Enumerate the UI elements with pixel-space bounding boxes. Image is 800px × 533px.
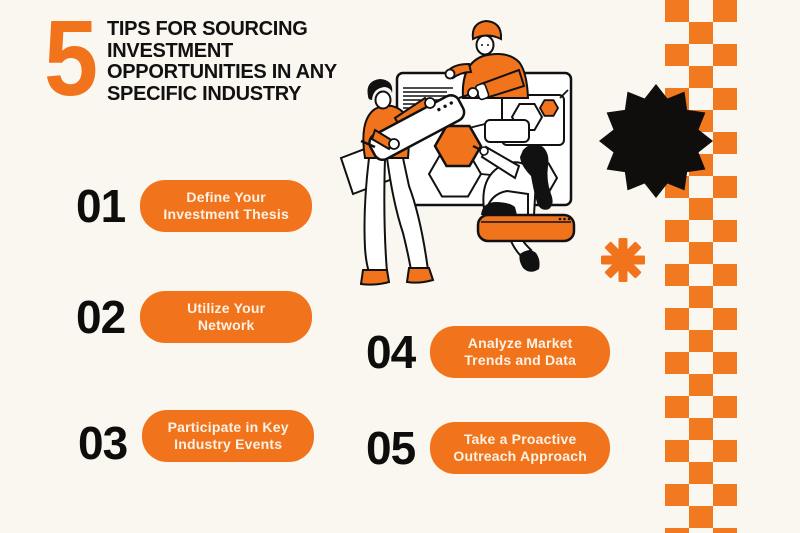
title-line-1: TIPS FOR SOURCING [107, 18, 308, 40]
title-line-3: OPPORTUNITIES IN ANY [107, 61, 337, 83]
tip-item-03: 03 Participate in Key Industry Events [78, 410, 315, 466]
collaboration-illustration [339, 19, 576, 286]
tip-item-05: 05 Take a Proactive Outreach Approach [366, 422, 611, 474]
tip-pill-02: Utilize Your Network [140, 291, 313, 343]
checkerboard-border [665, 0, 737, 533]
tip-number-05: 05 [366, 422, 416, 474]
tip-label-line: Industry Events [174, 436, 283, 452]
tip-number-04: 04 [366, 326, 416, 378]
pen [472, 145, 482, 151]
top-person [444, 19, 530, 101]
tip-number-02: 02 [76, 291, 126, 343]
tip-number-01: 01 [76, 180, 126, 232]
dangling-leg [509, 240, 540, 272]
tip-label-line: Utilize Your [187, 300, 266, 316]
tip-number-03: 03 [78, 417, 128, 469]
title-line-2: INVESTMENT [107, 39, 233, 62]
asterisk-icon [601, 238, 645, 282]
tip-pill-03: Participate in Key Industry Events [142, 410, 315, 462]
tip-label-line: Participate in Key [167, 419, 289, 435]
orange-hexagon [433, 124, 483, 168]
orange-cap [471, 19, 503, 41]
left-person [359, 79, 466, 286]
tip-label-line: Define Your [186, 189, 266, 205]
tip-label-line: Outreach Approach [453, 448, 587, 464]
tip-label-line: Network [197, 317, 255, 333]
tip-item-02: 02 Utilize Your Network [76, 291, 313, 343]
starburst-icon [599, 84, 713, 198]
tip-pill-01: Define Your Investment Thesis [140, 180, 313, 232]
tip-label-line: Take a Proactive [463, 431, 577, 447]
tip-label-line: Investment Thesis [163, 206, 289, 222]
tip-item-04: 04 Analyze Market Trends and Data [366, 326, 611, 378]
crouching-woman [472, 144, 553, 216]
tip-pill-04: Analyze Market Trends and Data [430, 326, 611, 378]
orange-bench [476, 213, 576, 243]
tip-item-01: 01 Define Your Investment Thesis [76, 180, 313, 232]
tip-label-line: Analyze Market [467, 335, 573, 351]
big-number-5: 5 [44, 0, 99, 118]
title-line-4: SPECIFIC INDUSTRY [107, 82, 302, 105]
tip-label-line: Trends and Data [464, 352, 577, 368]
page-title: TIPS FOR SOURCING INVESTMENT OPPORTUNITI… [107, 18, 337, 105]
tip-pill-05: Take a Proactive Outreach Approach [430, 422, 611, 474]
